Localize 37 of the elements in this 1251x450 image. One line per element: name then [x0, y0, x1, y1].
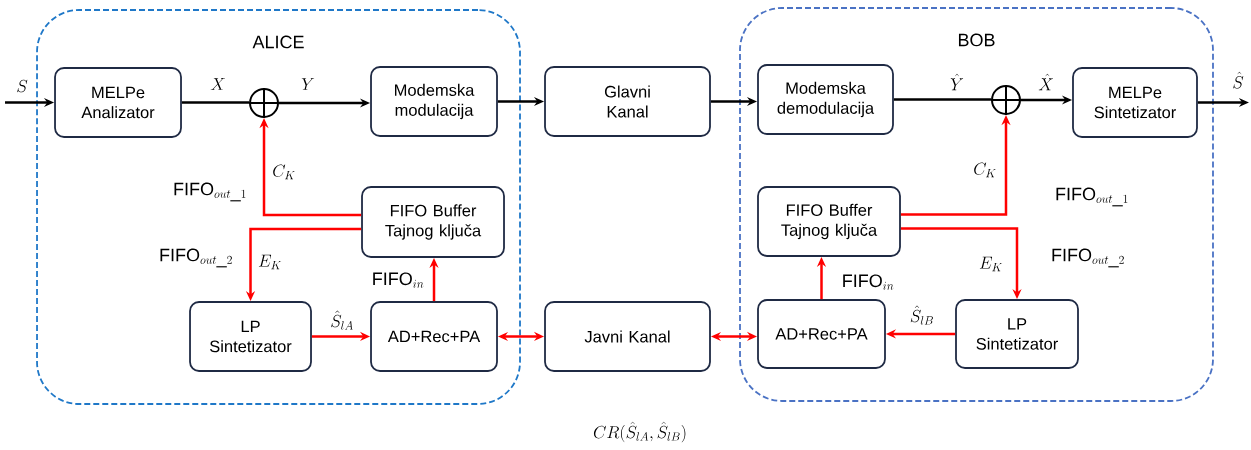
edge-label: $S$ [17, 79, 28, 93]
signal-label: $\mathrm{FIFO}_{out\_1}$ [1056, 187, 1128, 207]
signal-line [181, 101, 249, 104]
process-box: MELPe Analizator [54, 67, 182, 138]
edge-label: $E_K$ [258, 254, 282, 270]
signal-label: $\mathrm{FIFO}_{out\_2}$ [1052, 248, 1124, 268]
signal-label: $CR(\hat{S}_{lA},\hat{S}_{lB})$ [593, 421, 686, 443]
process-box: Glavni Kanal [544, 66, 711, 137]
edge-label: $Y$ [301, 78, 315, 90]
process-box: FIFO Buffer Tajnog ključa [361, 186, 505, 258]
edge-label: $E_K$ [979, 256, 1003, 272]
signal-line [893, 98, 991, 101]
group-title: BOB [958, 33, 995, 47]
process-box: AD+Rec+PA [370, 301, 498, 372]
process-box: MELPe Sintetizator [1072, 67, 1198, 138]
group-title: ALICE [252, 35, 304, 49]
edge-label: $\hat{S}$ [1233, 71, 1244, 89]
edge-label: $\mathrm{FIFO}_{in}$ [843, 274, 894, 290]
sum-circle [248, 87, 280, 119]
edge-label: $X$ [210, 78, 225, 90]
edge-label: $\hat{S}_{lA}$ [331, 310, 353, 330]
signal-label: $\mathrm{FIFO}_{out\_2}$ [160, 248, 232, 268]
edge-label: $C_K$ [974, 162, 996, 178]
process-box: LP Sintetizator [955, 299, 1079, 369]
signal-label: $\mathrm{FIFO}_{out\_1}$ [174, 182, 246, 202]
edge-label: $\hat{Y}$ [950, 73, 964, 91]
edge-label: $\hat{S}_{lB}$ [910, 305, 933, 325]
process-box: LP Sintetizator [189, 301, 312, 372]
process-box: Modemska demodulacija [757, 64, 894, 135]
process-box: Javni Kanal [544, 301, 711, 372]
process-box: Modemska modulacija [370, 66, 498, 137]
edge-label: $\hat{X}$ [1038, 73, 1053, 91]
process-box: AD+Rec+PA [757, 299, 886, 369]
edge-label: $\mathrm{FIFO}_{in}$ [373, 272, 424, 288]
sum-circle [990, 84, 1022, 116]
edge-label: $C_K$ [273, 164, 295, 180]
process-box: FIFO Buffer Tajnog ključa [757, 186, 901, 257]
